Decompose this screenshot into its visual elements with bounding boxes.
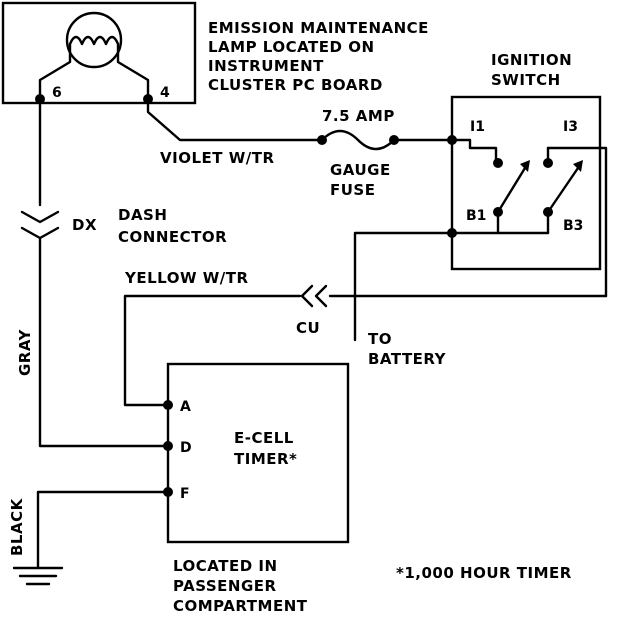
dx-desc-line-2: CONNECTOR <box>118 228 227 246</box>
fuse-rating-label: 7.5 AMP <box>322 107 395 125</box>
lamp-pin-6-label: 6 <box>52 85 62 101</box>
switch-blade-3 <box>546 166 580 214</box>
dx-desc-line-1: DASH <box>118 206 167 224</box>
switch-i1-contact <box>493 158 503 168</box>
switch-i3-output-wire <box>546 146 608 298</box>
fuse-label-line-2: FUSE <box>330 181 375 199</box>
timer-pin-a-node <box>163 400 173 410</box>
gauge-fuse-symbol <box>320 129 396 151</box>
ignition-switch-label-line-2: SWITCH <box>491 71 561 89</box>
timer-housing <box>166 362 350 544</box>
battery-label-line-2: BATTERY <box>368 350 447 368</box>
violet-wire <box>146 97 324 142</box>
cu-connector-symbol <box>300 284 328 308</box>
lamp-housing <box>1 1 197 105</box>
battery-label-line-1: TO <box>368 330 392 348</box>
switch-terminal-b1-label: B1 <box>466 208 486 224</box>
lamp-label-line-3: INSTRUMENT <box>208 57 324 75</box>
timer-pin-f-label: F <box>180 486 190 502</box>
lamp-label-line-1: EMISSION MAINTENANCE <box>208 19 429 37</box>
violet-wire-label: VIOLET W/TR <box>160 149 275 167</box>
cu-connector-label: CU <box>296 319 320 337</box>
ignition-switch-label-line-1: IGNITION <box>491 51 572 69</box>
lamp-label-line-2: LAMP LOCATED ON <box>208 38 375 56</box>
switch-terminal-i1-label: I1 <box>470 119 485 135</box>
timer-pin-f-node <box>163 487 173 497</box>
switch-terminal-b3-label: B3 <box>563 218 583 234</box>
gray-wire-label: GRAY <box>16 328 34 376</box>
switch-blade-1-arrow-icon <box>520 160 530 172</box>
timer-label-line-1: E-CELL <box>234 429 294 447</box>
timer-pin-d-node <box>163 441 173 451</box>
location-label-line-3: COMPARTMENT <box>173 597 308 615</box>
black-ground-wire <box>36 490 170 570</box>
timer-label-line-2: TIMER* <box>234 450 297 468</box>
switch-i1-node <box>447 135 457 145</box>
fuse-label-line-1: GAUGE <box>330 161 391 179</box>
black-wire-label: BLACK <box>8 497 26 556</box>
footnote-label: *1,000 HOUR TIMER <box>396 564 572 582</box>
switch-blade-3-arrow-icon <box>573 160 583 172</box>
yellow-wire-label: YELLOW W/TR <box>124 269 249 287</box>
timer-pin-a-label: A <box>180 399 191 415</box>
gray-wire-lower <box>38 236 170 448</box>
yellow-wire-left <box>123 294 302 407</box>
location-label-line-2: PASSENGER <box>173 577 277 595</box>
location-label-line-1: LOCATED IN <box>173 557 278 575</box>
dx-connector-label: DX <box>72 216 97 234</box>
switch-terminal-i3-label: I3 <box>563 119 578 135</box>
lamp-label-line-4: CLUSTER PC BOARD <box>208 76 383 94</box>
dx-connector-symbol <box>20 210 60 240</box>
switch-i3-contact <box>543 158 553 168</box>
ignition-switch-housing <box>450 95 602 271</box>
ground-icon <box>12 566 64 586</box>
lamp-bulb-icon <box>38 11 150 100</box>
battery-wire <box>353 231 454 342</box>
switch-i1-internal-wire <box>450 138 498 162</box>
lamp-pin-4-label: 4 <box>160 85 170 101</box>
switch-blade-1 <box>496 166 527 214</box>
fuse-terminal-right <box>389 135 399 145</box>
fuse-terminal-left <box>317 135 327 145</box>
timer-pin-d-label: D <box>180 440 192 456</box>
